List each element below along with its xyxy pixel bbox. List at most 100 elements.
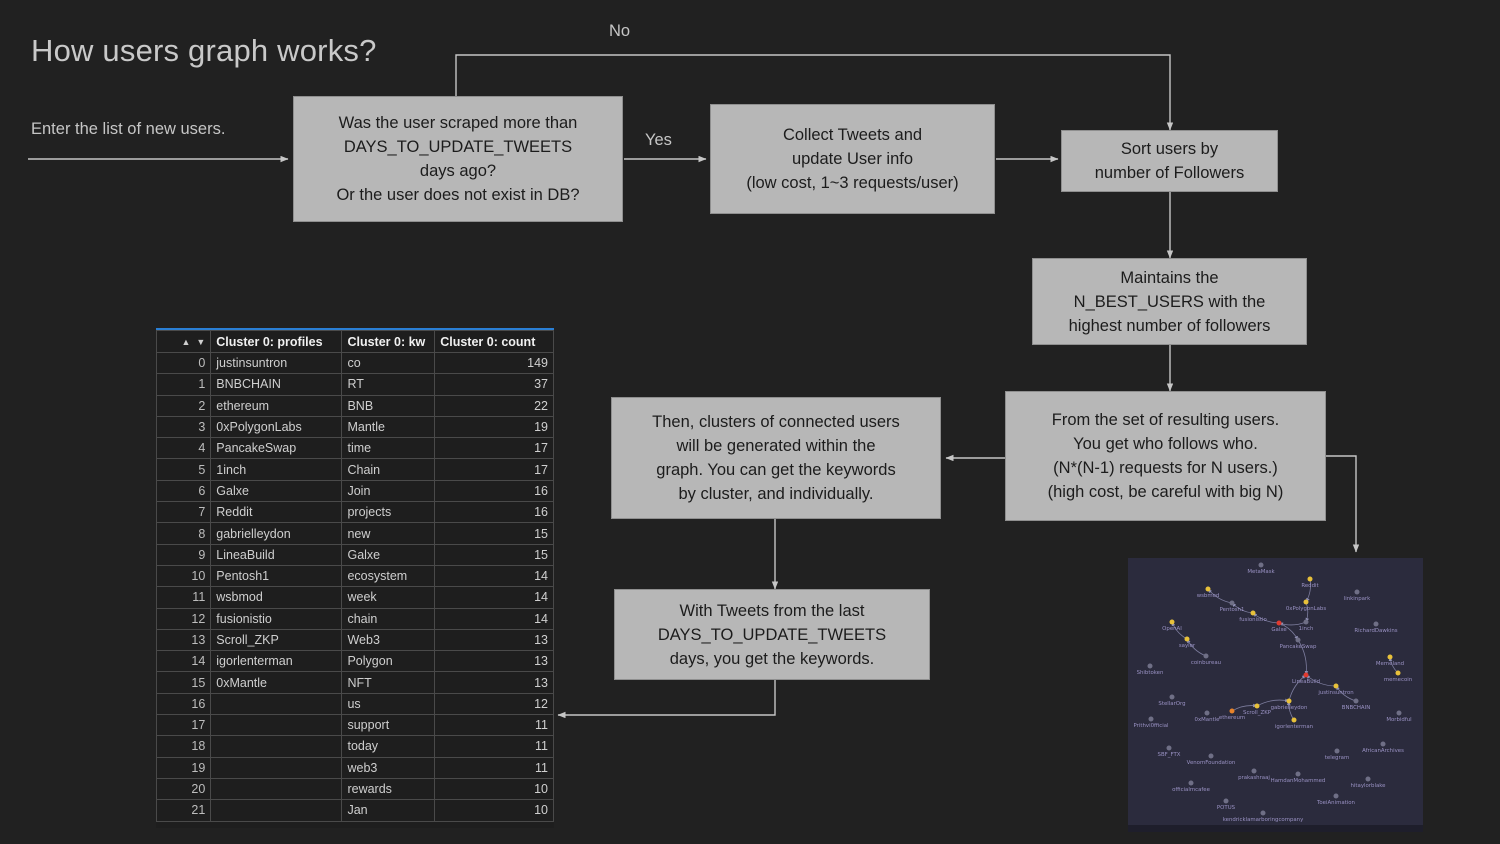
graph-node[interactable] [1169, 694, 1175, 700]
graph-node[interactable] [1276, 620, 1282, 626]
graph-node[interactable] [1229, 600, 1235, 606]
table-cell-keyword: RT [341, 373, 436, 396]
table-header-index[interactable]: ▲ ▼ [156, 330, 212, 353]
table-cell-keyword: week [341, 586, 436, 609]
graph-node[interactable] [1295, 771, 1301, 777]
sort-ascending-icon[interactable]: ▲ [181, 336, 191, 347]
graph-node[interactable] [1354, 589, 1360, 595]
graph-edge [1305, 674, 1337, 687]
graph-node[interactable] [1395, 670, 1401, 676]
graph-node[interactable] [1204, 710, 1210, 716]
graph-node[interactable] [1334, 748, 1340, 754]
graph-node[interactable] [1258, 562, 1264, 568]
table-cell-count: 16 [434, 501, 554, 524]
box-decision-scraped[interactable]: Was the user scraped more than DAYS_TO_U… [293, 96, 623, 222]
header-sort-controls[interactable]: ▲ ▼ [162, 337, 205, 347]
table-cell-count: 149 [434, 351, 554, 375]
box-sort-users[interactable]: Sort users by number of Followers [1061, 130, 1278, 192]
graph-node[interactable] [1169, 619, 1175, 625]
table-cell-count: 10 [434, 799, 554, 822]
table-cell-index: 14 [156, 650, 212, 673]
graph-node[interactable] [1307, 576, 1313, 582]
graph-node[interactable] [1254, 703, 1260, 709]
box-keywords[interactable]: With Tweets from the last DAYS_TO_UPDATE… [614, 589, 930, 680]
cluster-table[interactable]: ▲ ▼ Cluster 0: profiles Cluster 0: kw Cl… [156, 328, 554, 828]
graph-node[interactable] [1148, 716, 1154, 722]
graph-node-label: igorlenterman [1274, 724, 1314, 730]
graph-node[interactable] [1373, 621, 1379, 627]
graph-node[interactable] [1260, 810, 1266, 816]
graph-node[interactable] [1303, 672, 1309, 678]
graph-node[interactable] [1286, 698, 1292, 704]
box-collect-tweets[interactable]: Collect Tweets and update User info (low… [710, 104, 995, 214]
table-cell-keyword: co [341, 351, 436, 375]
graph-node[interactable] [1387, 654, 1393, 660]
graph-node[interactable] [1229, 708, 1235, 714]
table-cell-index: 0 [156, 351, 212, 375]
graph-node[interactable] [1208, 753, 1214, 759]
graph-node[interactable] [1291, 717, 1297, 723]
graph-node-label: Reddit [1301, 583, 1319, 589]
table-header-profiles[interactable]: Cluster 0: profiles [210, 330, 343, 353]
graph-node[interactable] [1251, 768, 1257, 774]
graph-node[interactable] [1166, 745, 1172, 751]
table-cell-count: 15 [434, 522, 554, 545]
table-cell-keyword: us [341, 692, 436, 716]
table-header-count[interactable]: Cluster 0: count [434, 330, 554, 353]
graph-node-label: wsbmod [1196, 593, 1220, 599]
box-follows-graph[interactable]: From the set of resulting users. You get… [1005, 391, 1326, 521]
table-cell-profile [210, 692, 343, 716]
graph-node-label: PancakeSwap [1279, 644, 1317, 650]
table-cell-count: 37 [434, 373, 554, 396]
graph-node[interactable] [1223, 798, 1229, 804]
graph-node[interactable] [1147, 663, 1153, 669]
filter-icon[interactable]: ▼ [196, 336, 206, 347]
graph-node[interactable] [1203, 653, 1209, 659]
table-cell-index: 9 [156, 543, 212, 566]
cluster-table-grid: ▲ ▼ Cluster 0: profiles Cluster 0: kw Cl… [156, 330, 554, 822]
graph-node[interactable] [1188, 780, 1194, 786]
graph-node[interactable] [1396, 710, 1402, 716]
graph-node[interactable] [1205, 586, 1211, 592]
graph-node[interactable] [1250, 610, 1256, 616]
graph-node[interactable] [1303, 599, 1309, 605]
graph-node-label: justinsuntron [1318, 690, 1354, 696]
box-clusters[interactable]: Then, clusters of connected users will b… [611, 397, 941, 519]
graph-node[interactable] [1353, 698, 1359, 704]
graph-node[interactable] [1380, 741, 1386, 747]
graph-node[interactable] [1365, 776, 1371, 782]
box-maintain-best-users[interactable]: Maintains the N_BEST_USERS with the high… [1032, 258, 1307, 345]
table-cell-keyword: rewards [341, 777, 436, 801]
graph-node[interactable] [1333, 793, 1339, 799]
graph-node[interactable] [1303, 619, 1309, 625]
table-header-kw[interactable]: Cluster 0: kw [341, 330, 436, 353]
graph-node[interactable] [1333, 683, 1339, 689]
graph-node-label: LineaBuild [1291, 679, 1321, 685]
graph-node[interactable] [1295, 637, 1301, 643]
graph-node[interactable] [1184, 636, 1190, 642]
